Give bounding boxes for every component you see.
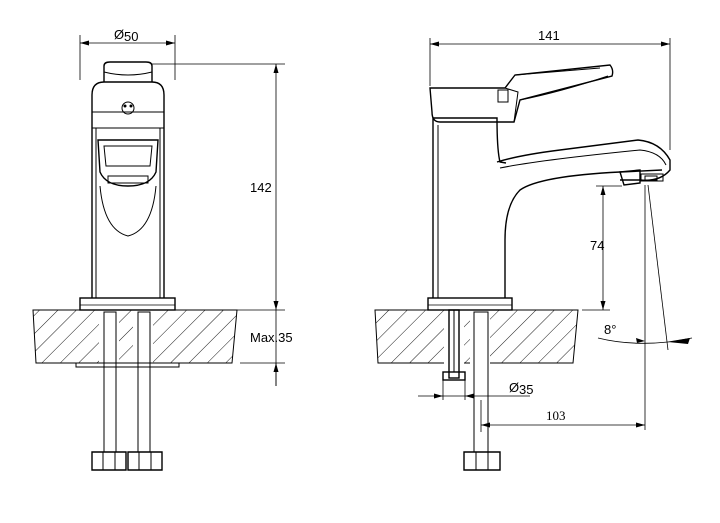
side-view: 141 74 8° Ø 35 <box>374 28 693 471</box>
side-shank-diameter-dimension: Ø 35 <box>418 380 533 400</box>
side-clearance-dimension: 74 <box>582 185 622 311</box>
shank-diameter-value: 35 <box>519 382 533 397</box>
side-angle-dimension: 8° <box>597 184 693 430</box>
side-hoses <box>442 309 501 471</box>
front-deck-section <box>32 309 238 364</box>
front-faucet-body <box>91 61 165 298</box>
side-faucet-body <box>429 64 671 298</box>
shank-diameter-symbol: Ø <box>509 380 519 395</box>
body-diameter-value: 50 <box>124 29 138 44</box>
diameter-symbol: Ø <box>114 27 124 42</box>
front-view: Ø 50 142 Max.35 <box>32 27 293 471</box>
reach-value: 103 <box>546 408 566 423</box>
front-base-plate <box>79 297 176 311</box>
side-base-plate <box>427 297 513 311</box>
side-reach-dimension: 103 <box>480 400 645 432</box>
front-height-dimension: 142 <box>152 63 285 311</box>
front-deck-dimension: Max.35 <box>240 310 293 386</box>
side-deck-section <box>374 309 579 364</box>
length-value: 141 <box>538 28 560 43</box>
front-hoses <box>91 311 163 471</box>
max-thickness-value: Max.35 <box>250 330 293 345</box>
height-value: 142 <box>250 180 272 195</box>
clearance-value: 74 <box>590 238 604 253</box>
side-length-dimension: 141 <box>429 28 671 150</box>
front-bottom-nut <box>75 362 180 368</box>
angle-value: 8° <box>604 322 616 337</box>
front-diameter-dimension: Ø 50 <box>79 27 176 80</box>
